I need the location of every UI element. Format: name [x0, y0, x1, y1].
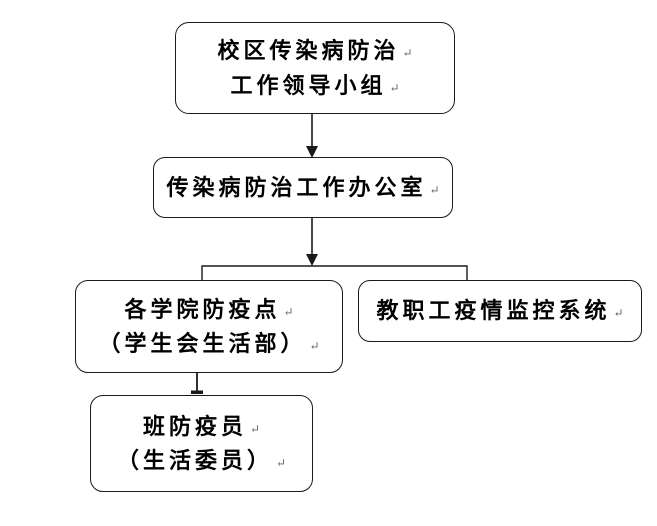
connector-bottom-bar — [191, 390, 203, 394]
branch-bracket-line — [201, 265, 468, 281]
paragraph-return-icon: ↵ — [402, 46, 413, 61]
node-class-officers: 班防疫员↵ （生活委员）↵ — [90, 395, 313, 492]
node-text-line: 教职工疫情监控系统↵ — [376, 298, 623, 323]
node-text-line: 工作领导小组↵ — [230, 73, 399, 98]
node-text-line: 校区传染病防治↵ — [217, 38, 412, 63]
node-text-line: 传染病防治工作办公室↵ — [166, 175, 439, 200]
node-leading-group: 校区传染病防治↵ 工作领导小组↵ — [175, 22, 455, 114]
node-text-line: 班防疫员↵ — [143, 414, 260, 439]
node-label: 教职工疫情监控系统 — [376, 298, 611, 324]
arrow-down-icon — [306, 146, 318, 158]
node-office: 传染病防治工作办公室↵ — [153, 157, 453, 218]
arrow-down-icon — [306, 254, 318, 266]
node-staff-monitoring: 教职工疫情监控系统↵ — [358, 280, 642, 342]
paragraph-return-icon: ↵ — [429, 182, 440, 197]
paragraph-return-icon: ↵ — [275, 456, 287, 470]
node-text-line: 各学院防疫点↵ — [124, 297, 293, 322]
node-label: 工作领导小组 — [230, 72, 387, 98]
node-label: （学生会生活部） — [98, 331, 307, 356]
node-label: 班防疫员 — [142, 413, 247, 439]
node-text-line: （生活委员）↵ — [117, 448, 286, 473]
paragraph-return-icon: ↵ — [249, 421, 261, 436]
node-label: 各学院防疫点 — [124, 296, 281, 322]
node-label: 传染病防治工作办公室 — [166, 174, 427, 200]
node-college-points: 各学院防疫点↵ （学生会生活部）↵ — [75, 280, 343, 373]
paragraph-return-icon: ↵ — [283, 304, 294, 319]
node-label: 校区传染病防治 — [217, 38, 400, 64]
paragraph-return-icon: ↵ — [389, 80, 400, 95]
node-text-line: （学生会生活部）↵ — [98, 331, 319, 356]
paragraph-return-icon: ↵ — [613, 306, 624, 321]
paragraph-return-icon: ↵ — [309, 339, 320, 353]
node-label: （生活委员） — [116, 448, 273, 473]
